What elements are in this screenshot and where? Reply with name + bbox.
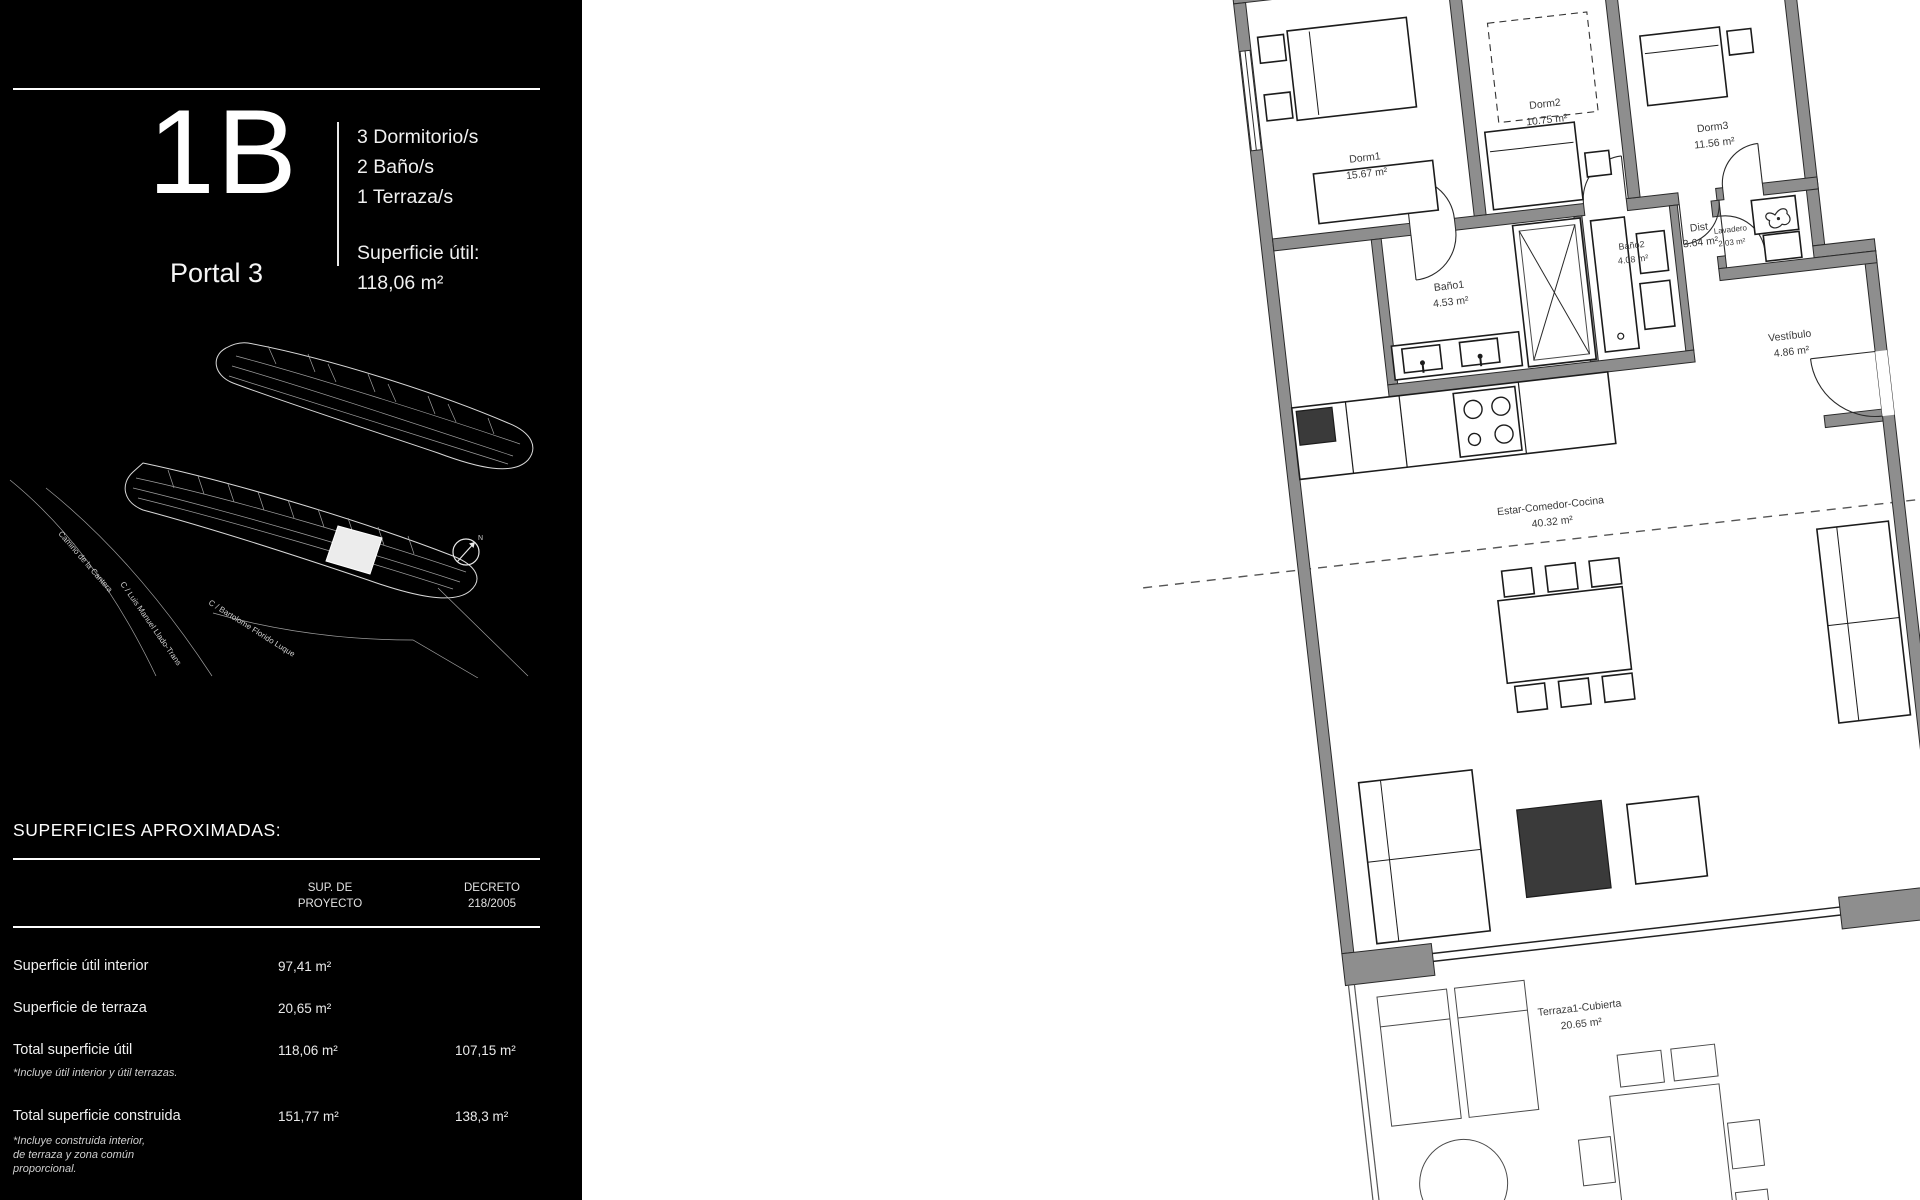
bed-icon <box>1256 16 1418 122</box>
room-label-dorm1: Dorm1 <box>1349 150 1382 166</box>
room-label-bano1: Baño1 <box>1433 279 1465 294</box>
col-header-proyecto: SUP. DE PROYECTO <box>297 882 363 910</box>
room-area-dorm2: 10.75 m² <box>1526 112 1569 129</box>
terrace-table-icon <box>1577 1043 1773 1200</box>
table-rule-header <box>13 926 540 928</box>
bed-icon <box>1639 26 1755 107</box>
room-area-lavadero: 2.03 m² <box>1718 236 1746 248</box>
shower-icon <box>1511 217 1598 368</box>
armchair-icon <box>1625 795 1709 885</box>
street-label-1: Camino de la Cantera <box>56 529 114 594</box>
room-label-lavadero: Lavadero <box>1713 223 1748 236</box>
street-lines <box>9 479 529 678</box>
street-labels: Camino de la Cantera C / Luis Manuel Lla… <box>56 529 297 667</box>
wardrobe-icon <box>1312 159 1440 225</box>
row-label-util-interior: Superficie útil interior <box>13 958 149 974</box>
room-area-dorm1: 15.67 m² <box>1345 166 1388 183</box>
top-rule <box>13 88 540 90</box>
room-label-dist: Dist <box>1689 221 1708 235</box>
closet-dashed-icon <box>1486 11 1599 124</box>
room-area-dorm3: 11.56 m² <box>1694 135 1736 152</box>
spec-list: 3 Dormitorio/s 2 Baño/s 1 Terraza/s Supe… <box>357 122 479 298</box>
walls <box>1231 0 1920 1200</box>
room-area-terraza: 20.65 m² <box>1560 1016 1603 1033</box>
sink-icon <box>1635 229 1670 275</box>
room-label-terraza: Terraza1-Cubierta <box>1537 997 1622 1018</box>
table-rule-top <box>13 858 540 860</box>
col-header-decreto: DECRETO 218/2005 <box>463 882 521 910</box>
floor-plan: Dorm1 15.67 m² Dorm2 10.75 m² Dorm3 11.5… <box>1140 0 1920 1200</box>
entry-door-gap <box>1875 350 1895 417</box>
dining-table-icon <box>1497 556 1636 714</box>
spec-dormitorios: 3 Dormitorio/s <box>357 126 479 148</box>
spec-divider <box>337 122 339 266</box>
room-area-dist: 3.64 m² <box>1682 235 1719 251</box>
row-label-terraza: Superficie de terraza <box>13 1000 147 1016</box>
section-dashed-line <box>1140 497 1920 605</box>
room-labels: Dorm1 15.67 m² Dorm2 10.75 m² Dorm3 11.5… <box>1345 97 1812 1033</box>
row-value-terraza: 20,65 m² <box>278 1001 332 1016</box>
row-label-total-util: Total superficie útil <box>13 1042 133 1058</box>
row-note-construida: *Incluye construida interior, de terraza… <box>13 1135 146 1175</box>
unit-code: 1B <box>148 85 299 219</box>
washer-icon <box>1762 230 1803 263</box>
superficie-label: Superficie útil: <box>357 242 480 264</box>
row-value-total-util: 118,06 m² <box>278 1043 338 1058</box>
info-panel: 1B Portal 3 3 Dormitorio/s 2 Baño/s 1 Te… <box>0 0 582 1200</box>
window-icon <box>1239 49 1262 152</box>
sink-icon <box>1295 406 1337 446</box>
round-table-icon <box>1419 1138 1509 1200</box>
site-plan-illustration: Camino de la Cantera C / Luis Manuel Lla… <box>9 342 534 678</box>
room-area-bano2: 4.08 m² <box>1617 253 1648 266</box>
spec-banos: 2 Baño/s <box>357 156 434 178</box>
bath1-fixtures <box>1390 330 1524 381</box>
stove-icon <box>1452 385 1523 459</box>
lavadero-fixtures <box>1750 194 1803 263</box>
fan-icon <box>1765 208 1791 229</box>
terrace-furniture <box>1376 979 1773 1200</box>
room-label-estar: Estar-Comedor-Cocina <box>1497 494 1605 518</box>
row-decreto-total-util: 107,15 m² <box>455 1043 516 1058</box>
svg-text:N: N <box>478 535 483 542</box>
row-value-construida: 151,77 m² <box>278 1109 339 1124</box>
toilet-icon <box>1639 279 1676 331</box>
street-label-3: C / Bartolome Florido Luque <box>207 598 297 659</box>
sofa-icon <box>1815 520 1912 724</box>
coffee-table-icon <box>1516 799 1612 899</box>
room-area-estar: 40.32 m² <box>1531 514 1574 531</box>
superficie-value: 118,06 m² <box>357 272 444 294</box>
bath2-fixtures <box>1589 216 1676 353</box>
room-label-dorm2: Dorm2 <box>1529 97 1562 113</box>
building-lower <box>124 462 478 599</box>
row-decreto-construida: 138,3 m² <box>455 1109 509 1124</box>
bed-icon <box>1483 121 1613 211</box>
row-label-construida: Total superficie construida <box>13 1108 181 1124</box>
table-title: SUPERFICIES APROXIMADAS: <box>13 820 282 840</box>
row-value-util-interior: 97,41 m² <box>278 959 332 974</box>
highlighted-unit <box>325 525 383 575</box>
north-arrow-icon: N <box>452 535 483 566</box>
room-label-dorm3: Dorm3 <box>1696 120 1729 136</box>
room-label-bano2: Baño2 <box>1618 239 1645 252</box>
portal-label: Portal 3 <box>170 258 264 288</box>
street-label-2: C / Luis Manuel Llado-Trans <box>118 580 183 667</box>
room-area-vestibulo: 4.86 m² <box>1773 344 1810 360</box>
spec-terrazas: 1 Terraza/s <box>357 186 454 208</box>
building-upper <box>215 342 534 470</box>
row-note-total-util: *Incluye útil interior y útil terrazas. <box>13 1067 178 1079</box>
sofa-icon <box>1357 768 1492 945</box>
room-label-vestibulo: Vestíbulo <box>1768 328 1812 345</box>
room-area-bano1: 4.53 m² <box>1432 294 1469 310</box>
kitchen-counter <box>1290 371 1617 481</box>
